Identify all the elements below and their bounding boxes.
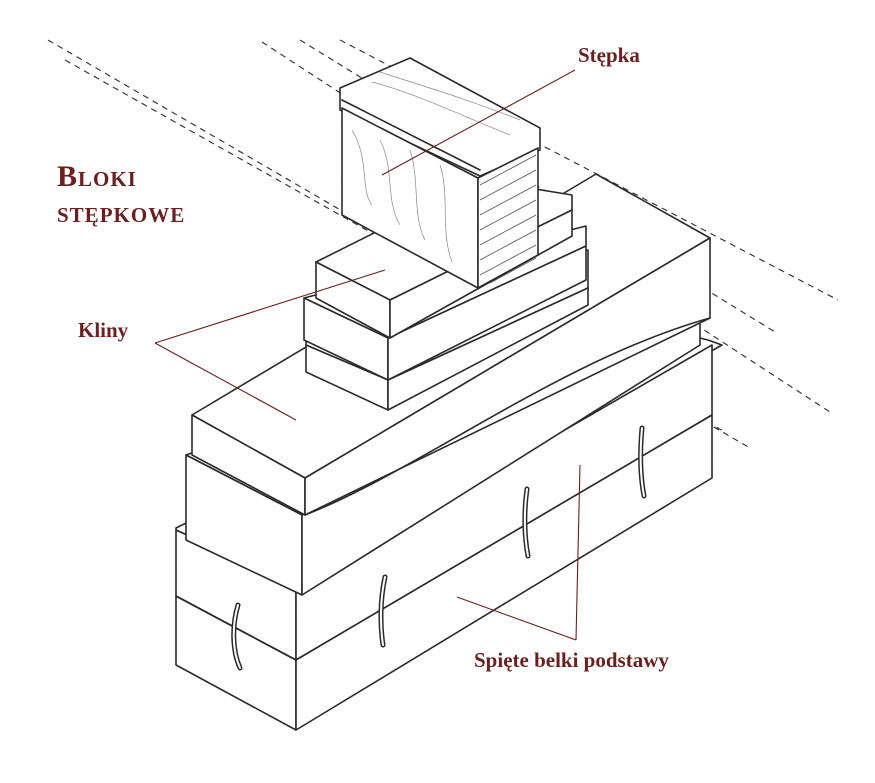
diagram-title-line1: Bloki xyxy=(57,160,137,193)
keel-label: Stępka xyxy=(578,43,640,67)
diagram-title-line2: stępkowe xyxy=(57,196,186,229)
wedge-leader-upper xyxy=(154,269,386,344)
wedge-leader-lower xyxy=(154,342,297,421)
base-beams-label: Spięte belki podstawy xyxy=(474,648,669,672)
label-leader-lines xyxy=(154,69,581,641)
keel-wood-grain xyxy=(351,71,521,263)
beam-staples xyxy=(231,425,647,671)
keel-timber xyxy=(339,57,541,289)
keel-end-grain-hatching xyxy=(479,154,537,284)
beam-leader-upper xyxy=(575,464,581,641)
beam-leader-lower xyxy=(456,596,577,641)
wedges-label: Kliny xyxy=(78,318,129,342)
keel-leader xyxy=(381,69,576,176)
